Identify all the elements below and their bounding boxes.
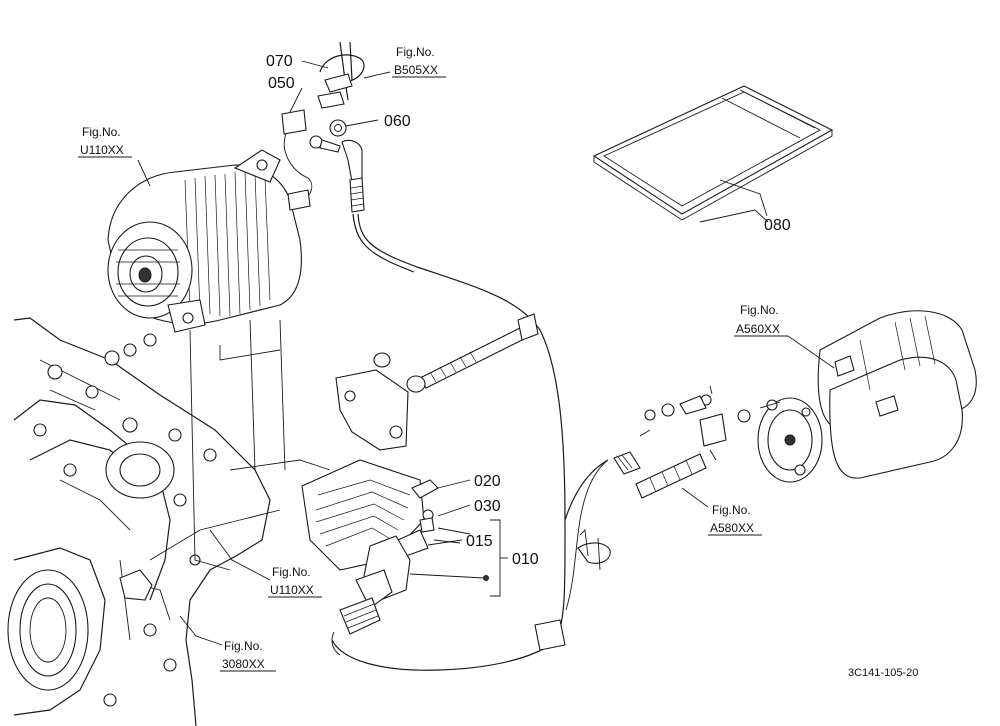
terminal-parts xyxy=(281,41,365,213)
callout-060: 060 xyxy=(384,113,411,130)
engine-block-icon xyxy=(7,317,271,726)
fig-ref-a560-label: Fig.No. xyxy=(740,303,779,317)
leader-lines xyxy=(137,60,835,646)
drawing-code: 3C141-105-20 xyxy=(848,667,918,679)
callout-015: 015 xyxy=(466,533,493,550)
fig-ref-b505-label: Fig.No. xyxy=(396,45,435,59)
starter-motor-icon xyxy=(565,310,977,611)
manual-book-icon xyxy=(592,85,834,223)
callout-labels: 070 050 060 080 020 030 015 010 xyxy=(266,53,791,568)
fig-ref-a580-label: Fig.No. xyxy=(712,503,751,517)
fig-ref-u110-bottom-label: Fig.No. xyxy=(272,565,311,579)
fig-ref-b505-code: B505XX xyxy=(394,63,438,77)
callout-010: 010 xyxy=(512,551,539,568)
callout-050: 050 xyxy=(268,75,295,92)
harness-icon xyxy=(331,213,611,671)
alternator-icon xyxy=(104,149,302,366)
callout-080: 080 xyxy=(764,217,791,234)
callout-070: 070 xyxy=(266,53,293,70)
callout-020: 020 xyxy=(474,473,501,490)
callout-030: 030 xyxy=(474,498,501,515)
fig-ref-3080-code: 3080XX xyxy=(222,657,265,671)
fig-ref-u110-top-label: Fig.No. xyxy=(82,125,121,139)
relay-assembly xyxy=(331,479,489,656)
figure-references: Fig.No. B505XX Fig.No. U110XX Fig.No. A5… xyxy=(78,45,788,672)
fig-ref-u110-top-code: U110XX xyxy=(80,143,124,157)
fig-ref-a580-code: A580XX xyxy=(710,521,754,535)
fig-ref-3080-label: Fig.No. xyxy=(224,639,263,653)
fig-ref-a560-code: A560XX xyxy=(736,322,780,336)
fig-ref-u110-bottom-code: U110XX xyxy=(270,583,314,597)
bracket-assembly xyxy=(149,313,539,571)
